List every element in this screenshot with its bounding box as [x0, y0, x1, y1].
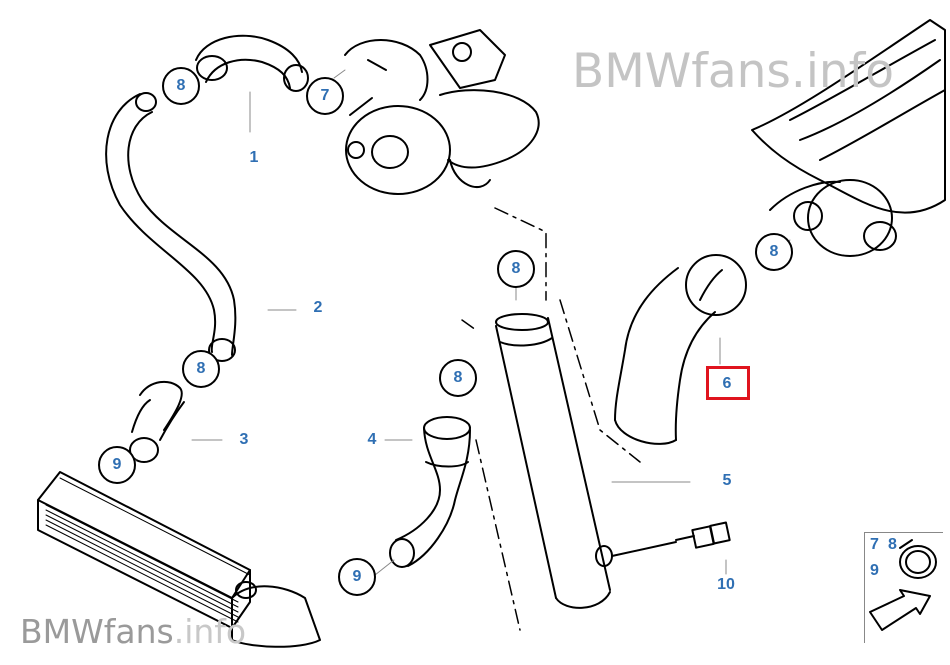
- intake-manifold: [751, 19, 946, 257]
- part-label-4[interactable]: 4: [367, 431, 377, 448]
- callout-8[interactable]: 8: [182, 350, 220, 388]
- highlight-box: [706, 366, 750, 400]
- watermark-bottom-main: BMWfans: [20, 612, 174, 651]
- part-label-10[interactable]: 10: [717, 576, 735, 593]
- hose-1: [195, 34, 309, 92]
- clamp-inset: [864, 532, 943, 643]
- callout-8[interactable]: 8: [497, 250, 535, 288]
- callout-7[interactable]: 7: [306, 77, 344, 115]
- inset-num-9: 9: [870, 562, 879, 579]
- part-label-2[interactable]: 2: [313, 299, 323, 316]
- callout-8[interactable]: 8: [162, 67, 200, 105]
- hose-2: [105, 92, 237, 362]
- callout-8[interactable]: 8: [755, 233, 793, 271]
- turbocharger: [344, 29, 540, 195]
- hose-3: [129, 380, 185, 463]
- pipe-5: [495, 313, 677, 609]
- part-label-3[interactable]: 3: [239, 431, 249, 448]
- part-label-5[interactable]: 5: [722, 472, 732, 489]
- callout-9[interactable]: 9: [98, 446, 136, 484]
- callout-9[interactable]: 9: [338, 558, 376, 596]
- hose-6: [614, 254, 747, 445]
- leader-lines: [129, 69, 791, 576]
- clamp-icon: [869, 539, 937, 631]
- watermark-top: BMWfans.info: [572, 44, 894, 99]
- sensor-10: [675, 521, 731, 549]
- inset-num-7: 7: [870, 536, 879, 553]
- part-label-1[interactable]: 1: [249, 149, 259, 166]
- intercooler: [37, 471, 321, 648]
- watermark-bottom-suffix: .info: [173, 612, 247, 651]
- hose-4: [389, 416, 471, 568]
- watermark-bottom: BMWfans.info: [20, 612, 246, 651]
- callout-8[interactable]: 8: [439, 359, 477, 397]
- dashed-boundaries: [461, 207, 641, 631]
- part-label-6[interactable]: 6: [722, 375, 732, 392]
- inset-num-8: 8: [888, 536, 897, 553]
